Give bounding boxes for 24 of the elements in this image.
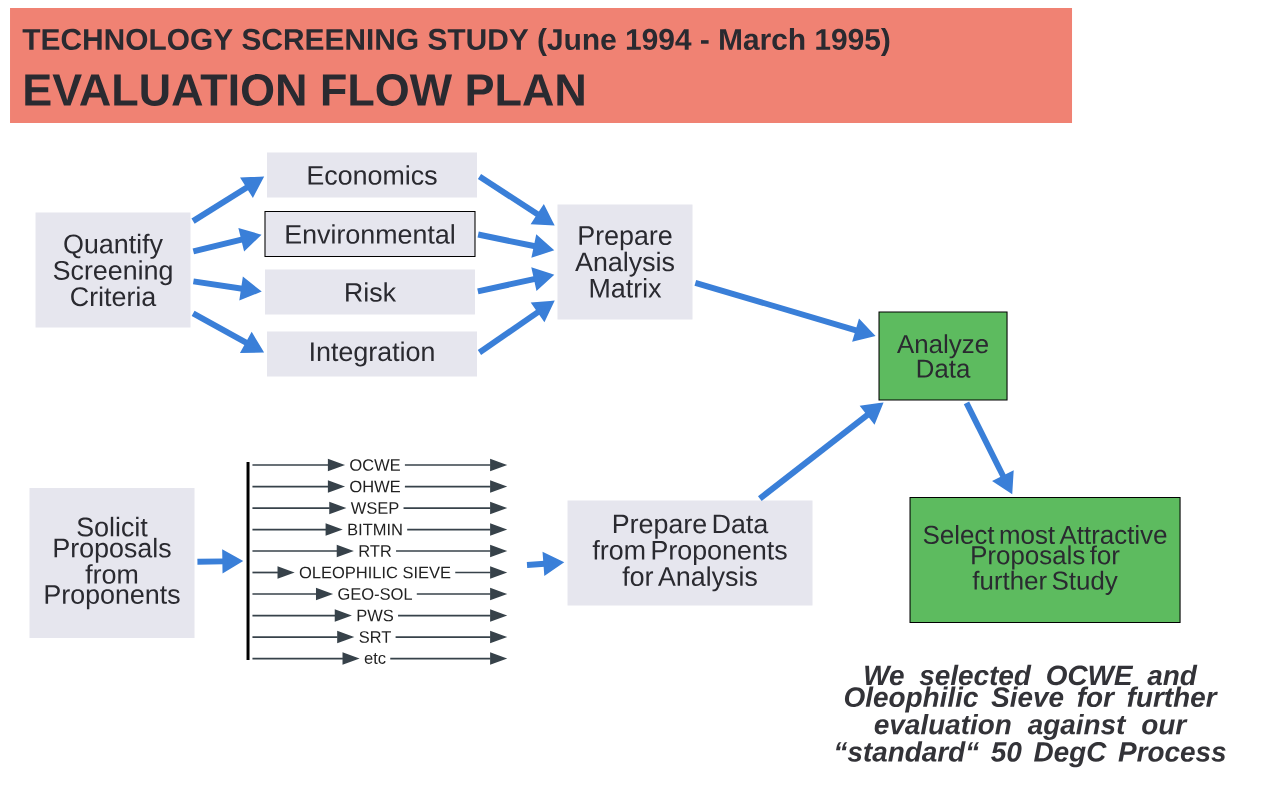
process-box: Prepare Data from Proponents for Analysis — [567, 500, 813, 606]
process-box: Environmental — [264, 210, 476, 258]
bracket — [246, 462, 250, 660]
item-text: OLEOPHILIC SIEVE — [299, 566, 451, 579]
process-box: Solicit Proposals from Proponents — [29, 488, 195, 638]
item-text: etc — [364, 653, 386, 664]
item-text: OHWE — [350, 480, 400, 493]
item-text: OCWE — [350, 459, 400, 471]
process-box: Economics — [267, 152, 477, 198]
item-text: GEO-SOL — [338, 588, 412, 600]
note-text: We selected OCWE and Oleophilic Sieve for further evaluation against our “standard“ 50 DegC Process — [836, 664, 1226, 768]
heading-text: EVALUATION FLOW PLAN — [25, 74, 584, 106]
process-box: Select most Attractive Proposals for further Study — [909, 496, 1181, 623]
process-box: Analyze Data — [878, 311, 1008, 401]
process-box: Quantify Screening Criteria — [35, 212, 191, 328]
title-text: TECHNOLOGY SCREENING STUDY (June 1994 - March 1995) — [22, 28, 890, 56]
process-box: Risk — [265, 269, 475, 315]
item-text: SRT — [359, 631, 391, 643]
item-text: WSEP — [350, 502, 399, 514]
process-box: Integration — [267, 331, 477, 377]
item-text: RTR — [359, 545, 392, 557]
item-text: PWS — [357, 609, 394, 622]
item-text: BITMIN — [348, 523, 402, 536]
process-box: Prepare Analysis Matrix — [557, 204, 693, 320]
